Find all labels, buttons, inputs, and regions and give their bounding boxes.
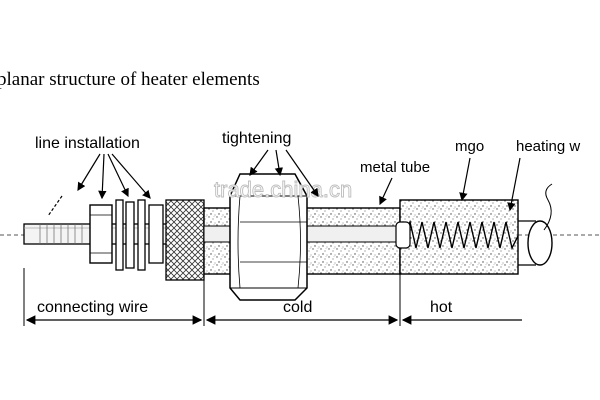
label-metal-tube: metal tube <box>360 159 430 176</box>
metal-tube-hot <box>399 199 519 275</box>
label-hot: hot <box>430 299 453 316</box>
line-installation-pointers <box>47 153 151 217</box>
tightening-pointers <box>249 149 319 197</box>
tightening-nut <box>229 173 308 301</box>
dimension-extension-lines <box>23 268 401 326</box>
insulator-seal <box>165 199 205 281</box>
washer-1 <box>115 199 124 271</box>
mgo-pointer <box>459 157 471 202</box>
tube-end-cap <box>527 220 553 266</box>
label-tightening: tightening <box>222 130 291 147</box>
wire-end-curl <box>543 183 553 231</box>
thread-marks <box>39 224 83 244</box>
washer-2 <box>125 201 135 269</box>
installation-nut <box>89 204 113 264</box>
diagram-title: planar structure of heater elements <box>0 69 260 90</box>
washer-3 <box>137 199 146 271</box>
installation-nut-2 <box>148 204 164 264</box>
label-mgo: mgo <box>455 138 484 155</box>
metal-tube-pointer <box>379 177 393 206</box>
label-connecting-wire: connecting wire <box>37 299 148 316</box>
heating-wire-pointer <box>507 157 521 212</box>
label-line-installation: line installation <box>35 135 140 152</box>
watermark: trade.china.cn <box>214 177 352 202</box>
coil-connector <box>395 221 411 249</box>
label-cold: cold <box>283 299 312 316</box>
heating-coil <box>403 219 519 251</box>
label-heating-wire: heating w <box>516 138 580 155</box>
